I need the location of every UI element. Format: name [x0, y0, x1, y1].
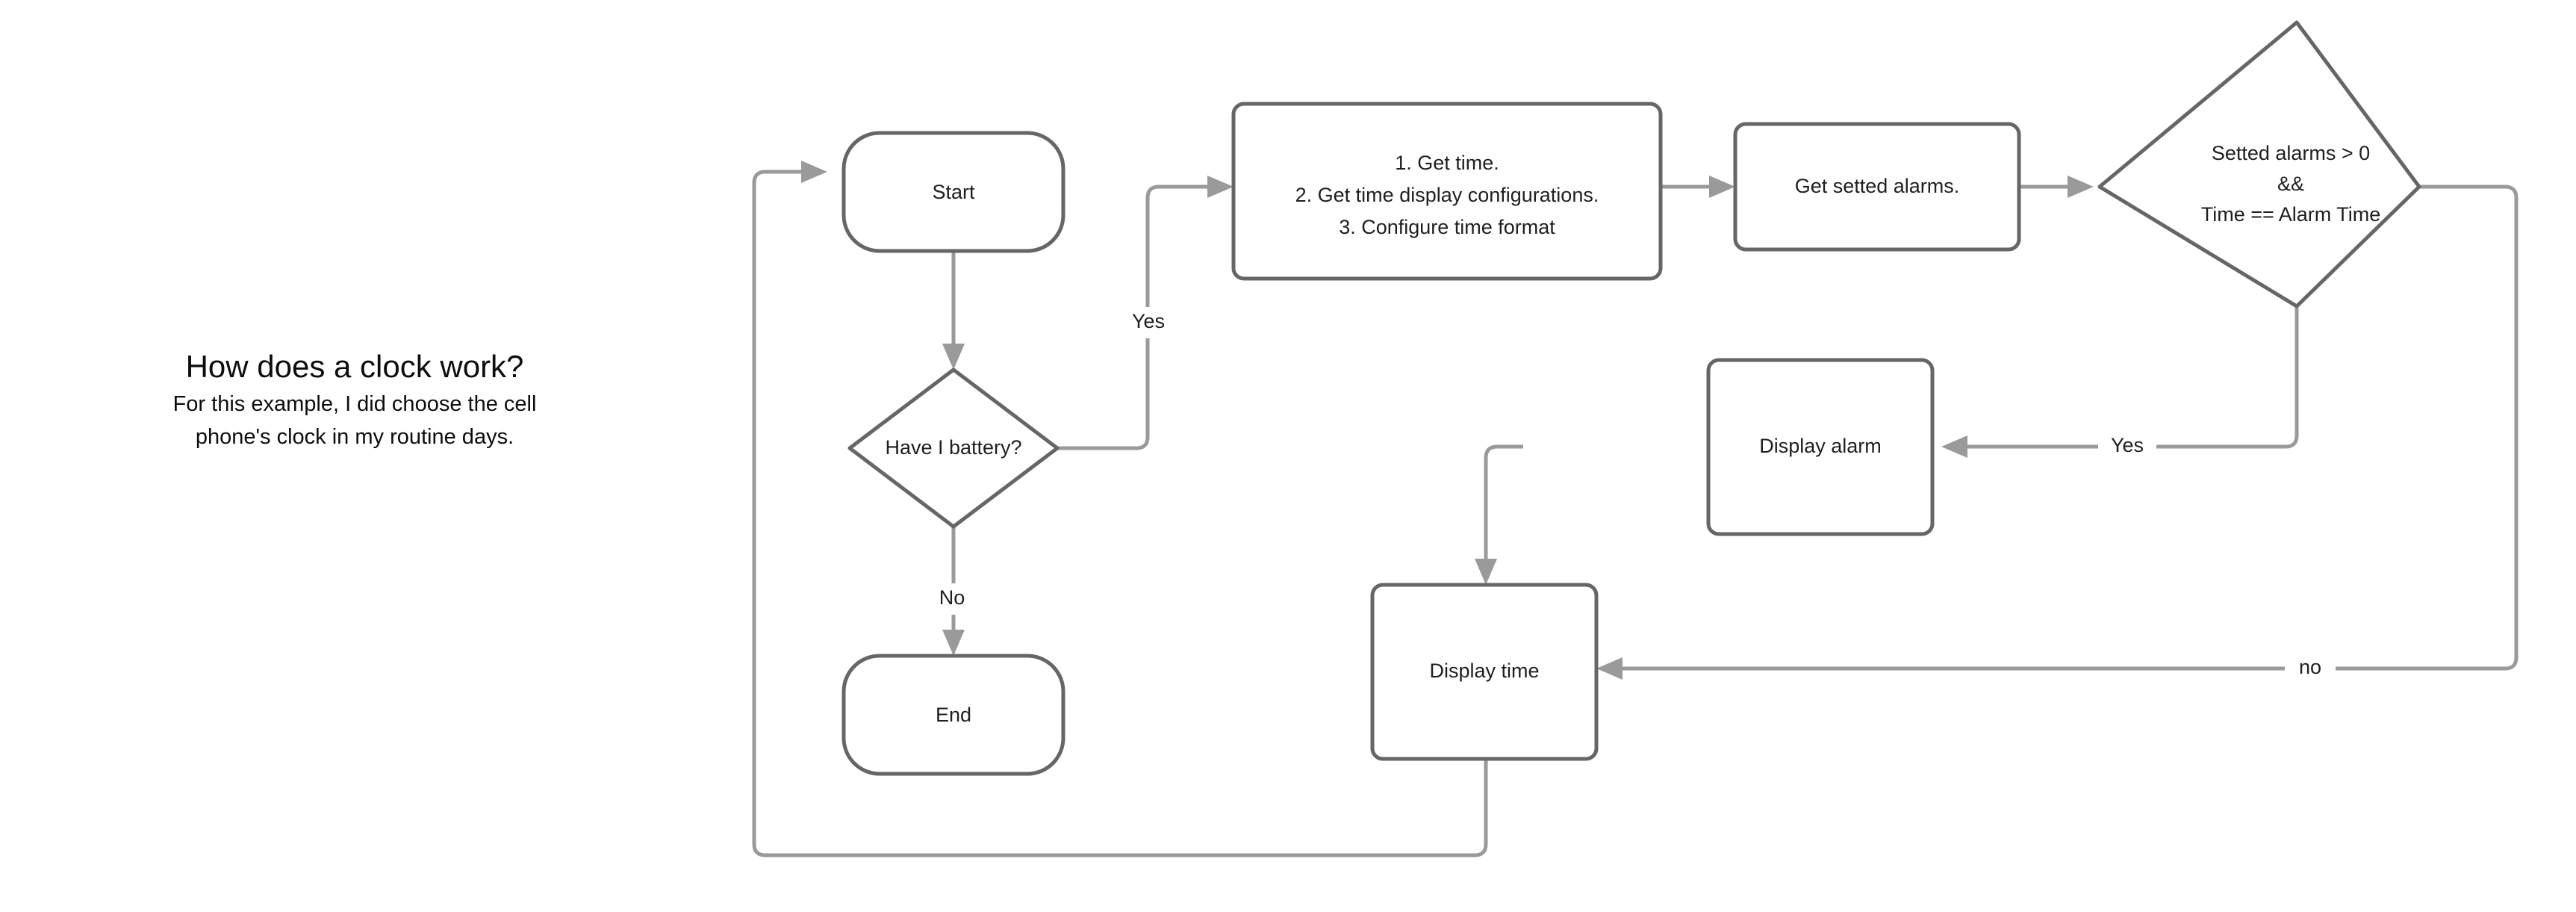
node-alarm-condition-line-3: Time == Alarm Time	[2201, 203, 2381, 226]
node-alarm-condition-line-2: &&	[2277, 173, 2304, 195]
edge-label-battery-yes: Yes	[1120, 307, 1177, 338]
page-title: How does a clock work?	[185, 349, 524, 384]
edge-display-alarm-to-display-time	[1475, 444, 1523, 585]
node-get-time-steps-line-3: 3. Configure time format	[1339, 216, 1555, 238]
edge-battery-no-to-end	[942, 527, 965, 656]
page-subtitle-line-2: phone's clock in my routine days.	[195, 424, 514, 449]
edge-label-alarm-yes-text: Yes	[2111, 434, 2144, 456]
node-display-time-label: Display time	[1429, 660, 1539, 682]
edge-condition-yes-to-display-alarm	[1941, 306, 2299, 458]
edge-alarms-to-condition	[2019, 176, 2094, 198]
edge-label-alarm-no-text: no	[2299, 656, 2321, 678]
node-get-time-steps[interactable]: 1. Get time. 2. Get time display configu…	[1231, 102, 1663, 281]
node-start-label: Start	[932, 181, 975, 203]
node-get-time-steps-line-1: 1. Get time.	[1395, 152, 1499, 174]
node-have-battery-label: Have I battery?	[885, 436, 1021, 459]
node-get-alarms[interactable]: Get setted alarms.	[1733, 122, 2021, 252]
edge-display-time-loop-to-start	[752, 161, 1488, 857]
node-have-battery[interactable]: Have I battery?	[847, 367, 1060, 529]
node-end[interactable]: End	[841, 654, 1065, 776]
node-get-time-steps-line-2: 2. Get time display configurations.	[1295, 184, 1599, 206]
edge-label-battery-yes-text: Yes	[1132, 310, 1165, 332]
edge-label-battery-no: No	[926, 583, 978, 615]
node-display-time[interactable]: Display time	[1370, 583, 1599, 761]
edge-condition-no-to-display-time	[1596, 184, 2519, 680]
heading-block: How does a clock work? For this example,…	[45, 348, 665, 451]
edge-label-battery-no-text: No	[939, 586, 965, 609]
page-subtitle-line-1: For this example, I did choose the cell	[172, 391, 537, 416]
node-get-alarms-label: Get setted alarms.	[1795, 175, 1960, 197]
edge-start-to-battery	[942, 251, 965, 370]
edge-label-alarm-yes: Yes	[2098, 431, 2156, 462]
node-alarm-condition[interactable]: Setted alarms > 0 && Time == Alarm Time	[2097, 20, 2421, 308]
node-display-alarm[interactable]: Display alarm	[1706, 358, 1935, 536]
edge-label-alarm-no: no	[2285, 653, 2336, 684]
node-end-label: End	[936, 704, 971, 726]
node-start[interactable]: Start	[841, 131, 1065, 253]
node-display-alarm-label: Display alarm	[1759, 435, 1882, 457]
edge-steps-to-alarms	[1661, 176, 1735, 198]
node-alarm-condition-line-1: Setted alarms > 0	[2212, 142, 2370, 164]
